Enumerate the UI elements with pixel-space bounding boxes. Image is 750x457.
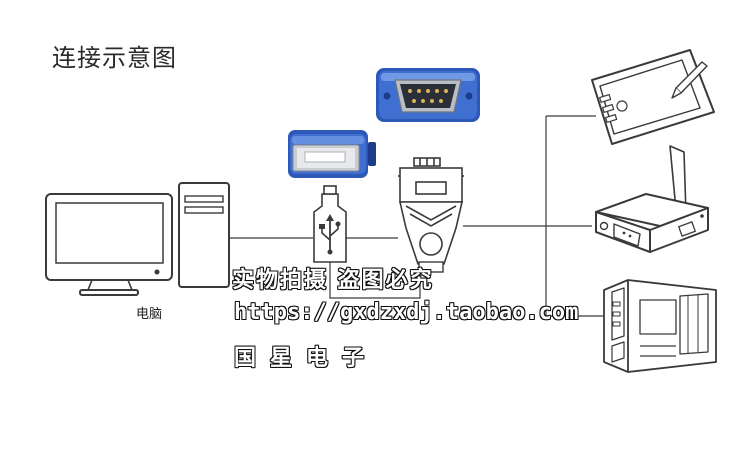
watermark-line-1: 实物拍摄 盗图必究 xyxy=(232,267,434,293)
drawing-tablet-icon xyxy=(591,49,715,145)
db9-connector-photo xyxy=(376,68,480,122)
usb-plug-icon xyxy=(313,185,347,263)
connection-lines xyxy=(228,115,604,317)
usb-connector-photo xyxy=(288,130,376,178)
monitor-icon xyxy=(45,193,173,296)
pc-tower-icon xyxy=(178,182,230,288)
label-printer-icon xyxy=(603,279,717,373)
watermark-url: https://gxdzxdj.taobao.com xyxy=(234,300,579,325)
computer-label: 电脑 xyxy=(136,307,163,322)
watermark-line-3: 国星电子 xyxy=(234,345,379,371)
db9-adapter-icon xyxy=(398,157,464,273)
diagram-title: 连接示意图 xyxy=(52,44,177,72)
serial-device-server-icon xyxy=(595,145,709,253)
